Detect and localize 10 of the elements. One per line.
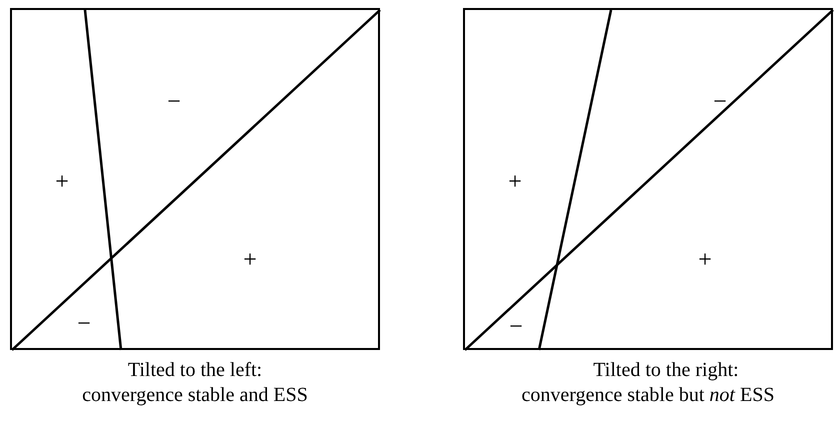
region-sign: + [243,248,257,272]
panel-caption: Tilted to the right: convergence stable but not ESS [520,358,776,408]
panel-caption: Tilted to the left: convergence stable and ESS [81,358,309,408]
region-sign: + [55,170,69,194]
region-sign: − [509,315,523,339]
region-sign: − [167,90,181,114]
region-sign: − [713,90,727,114]
region-sign: + [698,248,712,272]
region-sign: + [508,170,522,194]
region-sign: − [77,312,91,336]
